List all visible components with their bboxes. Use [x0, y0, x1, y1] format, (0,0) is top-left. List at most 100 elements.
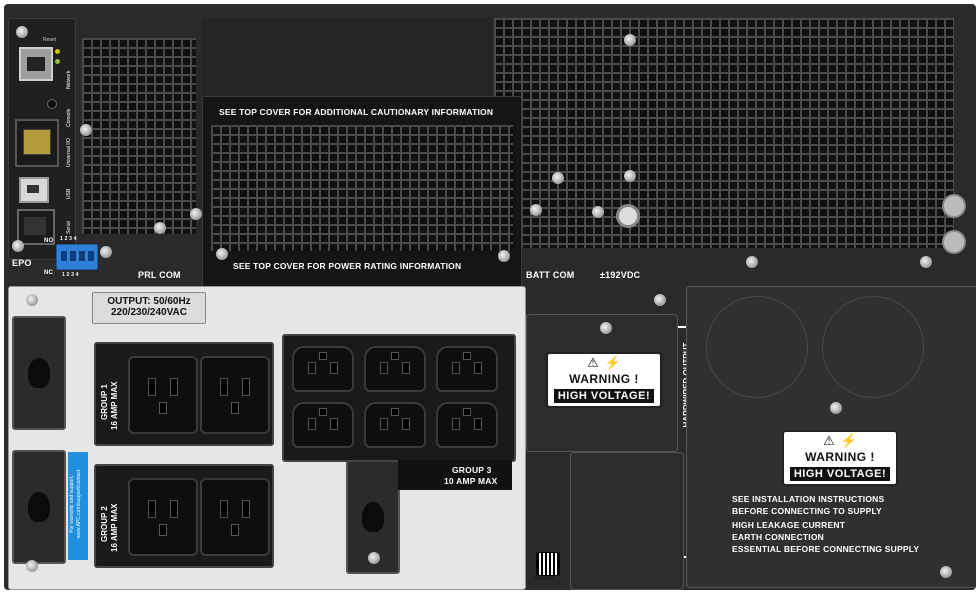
- outlet-group-3: [282, 334, 516, 462]
- screw: [552, 172, 564, 184]
- screw: [624, 34, 636, 46]
- ethernet-port[interactable]: [19, 47, 53, 81]
- install-note-3: HIGH LEAKAGE CURRENT: [732, 520, 846, 530]
- reset-button[interactable]: [47, 99, 57, 109]
- relay-terminal-block[interactable]: [56, 244, 98, 270]
- output-line-1: OUTPUT: 50/60Hz: [107, 296, 191, 307]
- screw: [498, 250, 510, 262]
- lightning-warning-icon: ⚡: [604, 355, 621, 370]
- support-sticker: For warranty and support, www.APC.com/su…: [68, 452, 88, 560]
- warning-large-line-2: HIGH VOLTAGE!: [789, 467, 891, 481]
- warning-small-line-1: WARNING !: [569, 372, 639, 386]
- batt-connector-jack[interactable]: [616, 204, 640, 228]
- group-3-label-1: GROUP 3: [452, 465, 492, 475]
- batt-voltage-label: ±192VDC: [600, 270, 641, 280]
- relay-numbers-bottom: 1 2 3 4: [62, 272, 79, 278]
- universal-io-port[interactable]: [15, 119, 59, 167]
- circuit-breaker-1[interactable]: [12, 316, 66, 430]
- screw: [530, 204, 542, 216]
- c13-outlet[interactable]: [364, 402, 426, 448]
- install-note-1: SEE INSTALLATION INSTRUCTIONS: [732, 494, 885, 504]
- universal-io-label: Universal I/O: [66, 138, 72, 167]
- link-led-icon: [55, 59, 60, 64]
- warning-label-small: ⚠ ⚡ WARNING ! HIGH VOLTAGE!: [546, 352, 662, 408]
- serial-port[interactable]: [17, 209, 55, 245]
- relay-numbers-top: 1 2 3 4: [60, 236, 77, 242]
- group-2-label-1: GROUP 2: [100, 506, 109, 542]
- outlet-group-2: GROUP 2 16 AMP MAX: [94, 464, 274, 568]
- nc-label: NC: [44, 270, 54, 276]
- barcode: [536, 552, 560, 576]
- prl-com-label: PRL COM: [138, 270, 181, 280]
- no-label: NO: [44, 238, 54, 244]
- warning-label-large: ⚠ ⚡ WARNING ! HIGH VOLTAGE!: [782, 430, 898, 486]
- screw: [830, 402, 842, 414]
- c19-outlet[interactable]: [200, 356, 270, 434]
- screw: [746, 256, 758, 268]
- support-sticker-text: For warranty and support, www.APC.com/su…: [69, 469, 82, 539]
- warning-triangle-icon: ⚠: [823, 433, 835, 448]
- c19-outlet[interactable]: [128, 478, 198, 556]
- c13-outlet[interactable]: [364, 346, 426, 392]
- center-vent-grille: [211, 125, 513, 251]
- screw: [26, 294, 38, 306]
- group-2-label-2: 16 AMP MAX: [110, 503, 119, 552]
- network-management-card: Reset Network Console Universal I/O USB …: [8, 18, 76, 260]
- c13-outlet[interactable]: [292, 402, 354, 448]
- status-led-icon: [55, 49, 60, 54]
- screw: [592, 206, 604, 218]
- ground-terminal[interactable]: [942, 230, 966, 254]
- group-3-label-2: 10 AMP MAX: [444, 476, 498, 486]
- usb-label: USB: [66, 188, 72, 199]
- screw: [100, 246, 112, 258]
- ground-terminal[interactable]: [942, 194, 966, 218]
- group-3-label-box: GROUP 3 10 AMP MAX: [398, 460, 512, 490]
- install-note-4: EARTH CONNECTION: [732, 532, 824, 542]
- output-line-2: 220/230/240VAC: [111, 307, 187, 318]
- screw: [26, 560, 38, 572]
- c13-outlet[interactable]: [292, 346, 354, 392]
- group-1-label-1: GROUP 1: [100, 384, 109, 420]
- c13-outlet[interactable]: [436, 346, 498, 392]
- screw: [654, 294, 666, 306]
- left-vent-grille: [82, 38, 196, 234]
- part-number: 0N-9539: [534, 576, 554, 582]
- c19-outlet[interactable]: [128, 356, 198, 434]
- install-note-5: ESSENTIAL BEFORE CONNECTING SUPPLY: [732, 544, 920, 554]
- c13-outlet[interactable]: [436, 402, 498, 448]
- knockout-circle: [706, 296, 808, 398]
- network-label: Network: [66, 70, 72, 89]
- circuit-breaker-2[interactable]: [12, 450, 66, 564]
- top-cover-note-1: SEE TOP COVER FOR ADDITIONAL CAUTIONARY …: [219, 107, 494, 117]
- usb-port[interactable]: [19, 177, 49, 203]
- serial-label: Serial: [66, 221, 72, 234]
- warning-large-line-1: WARNING !: [805, 450, 875, 464]
- right-vent-grille: [494, 18, 954, 248]
- knockout-circle: [822, 296, 924, 398]
- hardwired-lower-cover: [570, 452, 684, 590]
- group-1-label-2: 16 AMP MAX: [110, 381, 119, 430]
- epo-label: EPO: [12, 258, 32, 268]
- lightning-warning-icon: ⚡: [840, 433, 857, 448]
- screw: [368, 552, 380, 564]
- console-label: Console: [66, 108, 72, 127]
- screw: [154, 222, 166, 234]
- c19-outlet[interactable]: [200, 478, 270, 556]
- screw: [216, 248, 228, 260]
- output-rating-label: OUTPUT: 50/60Hz 220/230/240VAC: [92, 292, 206, 324]
- batt-com-label: BATT COM: [526, 270, 575, 280]
- screw: [940, 566, 952, 578]
- center-upper-panel: [202, 18, 492, 98]
- screw: [80, 124, 92, 136]
- install-note-2: BEFORE CONNECTING TO SUPPLY: [732, 506, 882, 516]
- screw: [190, 208, 202, 220]
- screw: [12, 240, 24, 252]
- screw: [624, 170, 636, 182]
- warning-triangle-icon: ⚠: [587, 355, 599, 370]
- outlet-group-1: GROUP 1 16 AMP MAX: [94, 342, 274, 446]
- warning-small-line-2: HIGH VOLTAGE!: [553, 389, 655, 403]
- ups-chassis: Reset Network Console Universal I/O USB …: [4, 4, 976, 590]
- screw: [16, 26, 28, 38]
- screw: [920, 256, 932, 268]
